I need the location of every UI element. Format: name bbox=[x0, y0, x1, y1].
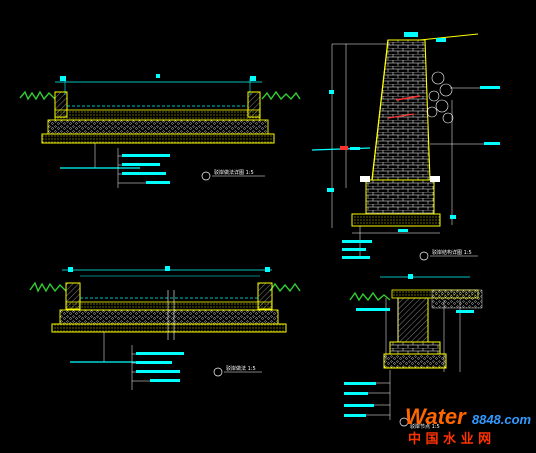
svg-text:Water 8848.com: Water 8848.com bbox=[405, 404, 532, 429]
detail-1-section: 驳岸做法详图 1:5 bbox=[19, 74, 301, 188]
detail-1-title: 驳岸做法详图 1:5 bbox=[214, 169, 254, 176]
watermark-logo: Water 8848.com 中 国 水 业 网 bbox=[405, 404, 532, 447]
watermark-brand-prefix: Water bbox=[405, 404, 467, 429]
detail-2-title: 驳岸做法 1:5 bbox=[226, 365, 256, 372]
detail-3-title: 驳岸结构详图 1:5 bbox=[432, 249, 472, 256]
watermark-chinese: 中 国 水 业 网 bbox=[408, 431, 491, 447]
detail-3-section: 驳岸结构详图 1:5 bbox=[311, 32, 500, 261]
detail-4-title: 驳岸节点 1:5 bbox=[410, 423, 440, 430]
detail-4-section: 驳岸节点 1:5 bbox=[344, 274, 483, 430]
watermark-brand-suffix: 8848.com bbox=[472, 412, 532, 427]
detail-2-section: 驳岸做法 1:5 bbox=[29, 266, 301, 390]
